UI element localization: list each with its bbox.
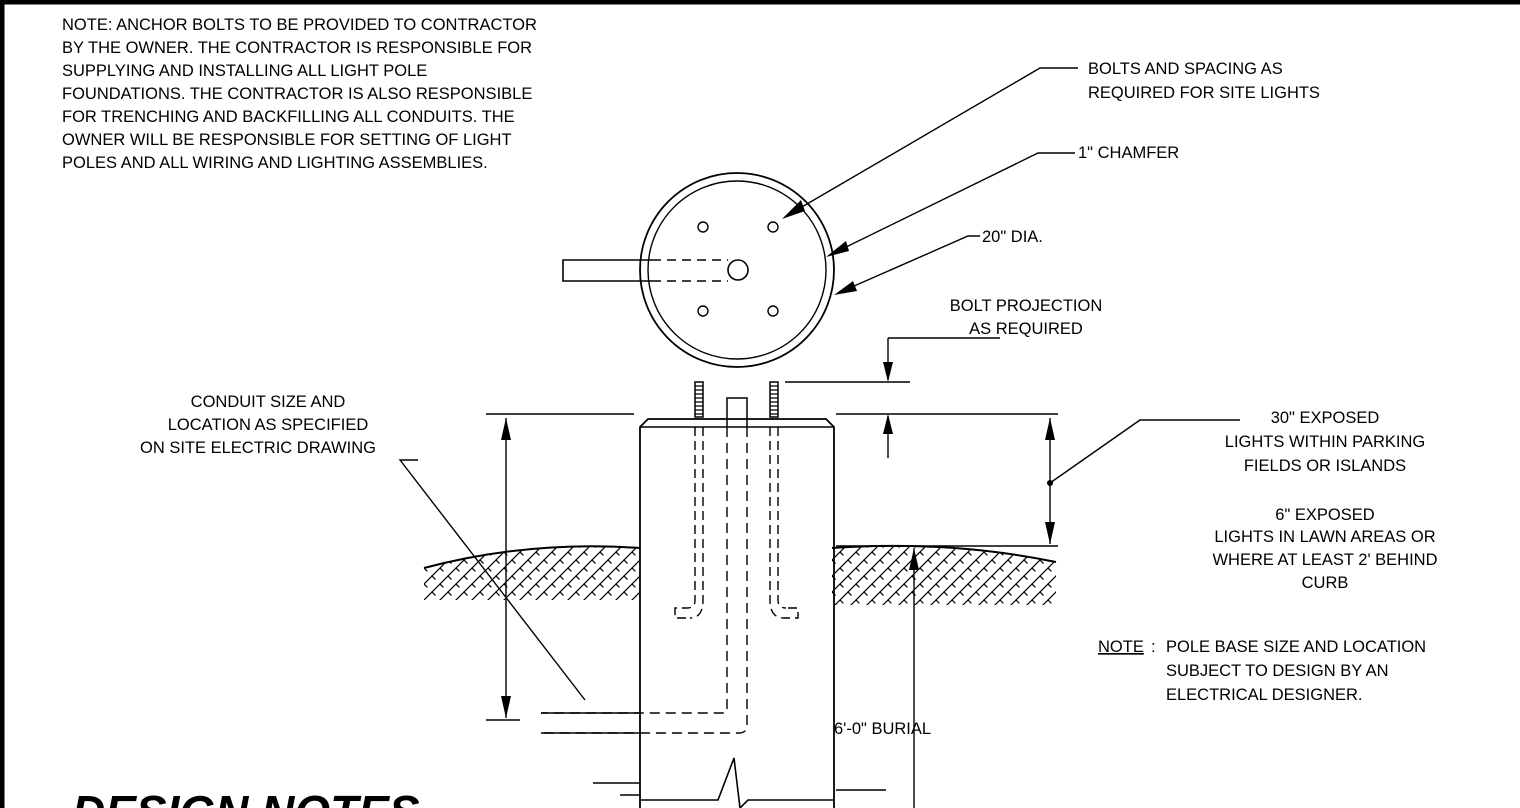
grade-line-left (423, 545, 641, 569)
design-note-line: SUBJECT TO DESIGN BY AN (1166, 662, 1389, 680)
conduit-stub (726, 397, 748, 427)
conduit-callout: LOCATION AS SPECIFIED (168, 416, 369, 434)
bolts-callout: REQUIRED FOR SITE LIGHTS (1088, 84, 1320, 102)
anchor-bolt (767, 305, 779, 317)
conduit-callout: ON SITE ELECTRIC DRAWING (140, 439, 376, 457)
soil-hatch-left (424, 546, 640, 600)
section-title: DESIGN NOTES (72, 786, 420, 808)
exposed-parking-callout: FIELDS OR ISLANDS (1244, 457, 1406, 475)
bolt-thread (694, 381, 704, 418)
conduit-callout: CONDUIT SIZE AND (191, 393, 346, 411)
general-note-line: OWNER WILL BE RESPONSIBLE FOR SETTING OF… (62, 131, 512, 149)
chamfer-circle (647, 180, 827, 360)
general-note-line: POLES AND ALL WIRING AND LIGHTING ASSEMB… (62, 154, 488, 172)
design-note: NOTE : POLE BASE SIZE AND LOCATION SUBJE… (1098, 638, 1426, 704)
general-note: NOTE: ANCHOR BOLTS TO BE PROVIDED TO CON… (62, 16, 537, 172)
design-note-line: ELECTRICAL DESIGNER. (1166, 686, 1363, 704)
general-note-line: NOTE: ANCHOR BOLTS TO BE PROVIDED TO CON… (62, 16, 537, 34)
anchor-bolt (697, 221, 709, 233)
conduit-opening (727, 259, 749, 281)
chamfer-leader (839, 152, 1075, 251)
conduit-leader (398, 459, 586, 701)
bolt-projection-callout: BOLT PROJECTION (950, 297, 1103, 315)
exposed-lawn-callout: WHERE AT LEAST 2' BEHIND (1212, 551, 1437, 569)
anchor-bolt (697, 305, 709, 317)
exposed-parking-callout: 30" EXPOSED (1271, 409, 1380, 427)
burial-callout: 6'-0" BURIAL (834, 720, 931, 738)
pier-outer-circle (639, 172, 835, 368)
diameter-leader (844, 235, 980, 291)
chamfer-callout: 1" CHAMFER (1078, 144, 1179, 162)
bolts-callout: BOLTS AND SPACING AS (1088, 60, 1283, 78)
exposed-parking-callout: LIGHTS WITHIN PARKING (1225, 433, 1425, 451)
bolts-leader (794, 67, 1078, 212)
bolt-thread (769, 381, 779, 418)
general-note-line: SUPPLYING AND INSTALLING ALL LIGHT POLE (62, 62, 427, 80)
exposed-lawn-callout: CURB (1302, 574, 1349, 592)
soil-hatch-right (832, 545, 1056, 605)
plan-view (562, 172, 835, 368)
exposed-lawn-callout: 6" EXPOSED (1275, 506, 1374, 524)
break-line (640, 757, 834, 808)
diameter-callout: 20" DIA. (982, 228, 1043, 246)
exposed-lawn-callout: LIGHTS IN LAWN AREAS OR (1214, 528, 1435, 546)
design-note-colon: : (1151, 638, 1156, 656)
conduit-plan (562, 259, 652, 282)
general-note-line: FOUNDATIONS. THE CONTRACTOR IS ALSO RESP… (62, 85, 532, 103)
bolt-projection-callout: AS REQUIRED (969, 320, 1083, 338)
general-note-line: BY THE OWNER. THE CONTRACTOR IS RESPONSI… (62, 39, 532, 57)
anchor-bolt (767, 221, 779, 233)
pier-outline (639, 418, 835, 808)
general-note-line: FOR TRENCHING AND BACKFILLING ALL CONDUI… (62, 108, 515, 126)
design-note-line: POLE BASE SIZE AND LOCATION (1166, 638, 1426, 656)
exposed-leader (1049, 419, 1240, 484)
design-note-label: NOTE (1098, 638, 1144, 656)
